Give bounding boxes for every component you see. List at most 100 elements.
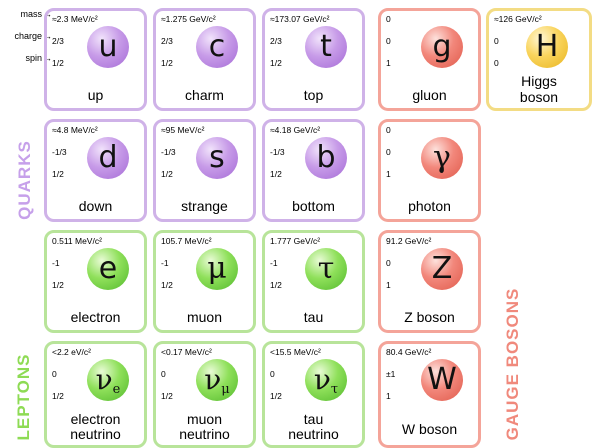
mass-value: 1.777 GeV/c² — [270, 236, 321, 246]
particle-symbol: d — [98, 140, 118, 175]
charge-value: -1/3 — [270, 147, 285, 157]
particle-symbol: b — [316, 140, 336, 175]
spin-value: 1/2 — [52, 391, 64, 401]
particle-symbol: W — [427, 362, 457, 397]
particle-symbol-ball: u — [87, 26, 129, 68]
particle-card-down: ≈4.8 MeV/c² -1/3 1/2 d down — [44, 119, 147, 222]
particle-card-tau: 1.777 GeV/c² -1 1/2 τ tau — [262, 230, 365, 333]
particle-symbol-ball: b — [305, 137, 347, 179]
charge-value: 0 — [494, 36, 499, 46]
particle-card-muon-neutrino: <0.17 MeV/c² 0 1/2 νμ muon neutrino — [153, 341, 256, 448]
leptons-group-label: LEPTONS — [14, 353, 33, 441]
charge-value: 0 — [386, 258, 391, 268]
charge-value: 0 — [270, 369, 275, 379]
particle-name-line2: neutrino — [70, 426, 121, 442]
mass-value: 0.511 MeV/c² — [52, 236, 102, 246]
mass-value: ≈2.3 MeV/c² — [52, 14, 98, 24]
mass-value: <0.17 MeV/c² — [161, 347, 212, 357]
particle-card-tau-neutrino: <15.5 MeV/c² 0 1/2 ντ tau neutrino — [262, 341, 365, 448]
charge-value: 2/3 — [161, 36, 173, 46]
particle-card-bottom: ≈4.18 GeV/c² -1/3 1/2 b bottom — [262, 119, 365, 222]
spin-value: 1 — [386, 391, 391, 401]
charge-value: -1/3 — [52, 147, 67, 157]
particle-symbol-ball: τ — [305, 248, 347, 290]
spin-value: 1 — [386, 169, 391, 179]
mass-value: 80.4 GeV/c² — [386, 347, 432, 357]
mass-value: ≈126 GeV/c² — [494, 14, 542, 24]
charge-value: 0 — [386, 36, 391, 46]
particle-name: gluon — [412, 87, 447, 103]
legend-charge-arrow: → — [43, 31, 52, 41]
legend-mass-label: mass — [20, 9, 42, 19]
mass-value: 105.7 MeV/c² — [161, 236, 212, 246]
particle-card-electron: 0.511 MeV/c² -1 1/2 e electron — [44, 230, 147, 333]
charge-value: 2/3 — [52, 36, 64, 46]
mass-value: ≈4.18 GeV/c² — [270, 125, 321, 135]
charge-value: 0 — [52, 369, 57, 379]
particle-name-line1: Higgs — [521, 73, 557, 89]
charge-value: 2/3 — [270, 36, 282, 46]
mass-value: ≈95 MeV/c² — [161, 125, 205, 135]
legend-charge-label: charge — [14, 31, 42, 41]
particle-card-w-boson: 80.4 GeV/c² ±1 1 W W boson — [378, 341, 481, 448]
spin-value: 1/2 — [270, 391, 282, 401]
particle-symbol-ball: μ — [196, 248, 238, 290]
mass-value: <2.2 eV/c² — [52, 347, 91, 357]
particle-name-line1: tau — [303, 411, 324, 427]
legend-spin-label: spin — [25, 53, 42, 63]
particle-symbol: e — [98, 251, 118, 286]
particle-symbol: s — [209, 140, 225, 175]
mass-value: ≈173.07 GeV/c² — [270, 14, 330, 24]
neutrino-subscript: μ — [221, 382, 230, 397]
particle-name: charm — [185, 87, 224, 103]
particle-symbol: u — [98, 29, 118, 64]
particle-name-line2: boson — [519, 89, 559, 105]
particle-symbol-ball: s — [196, 137, 238, 179]
particle-name: photon — [408, 198, 451, 214]
particle-card-photon: 0 0 1 γ photon — [378, 119, 481, 222]
nu-symbol: ν — [313, 363, 331, 396]
mass-value: 0 — [386, 125, 391, 135]
neutrino-subscript: τ — [330, 382, 339, 397]
charge-value: ±1 — [386, 369, 396, 379]
particle-symbol: Z — [431, 251, 453, 286]
particle-name: bottom — [292, 198, 335, 214]
particle-name: up — [87, 87, 104, 103]
particle-symbol: t — [320, 29, 332, 64]
particle-symbol-ball: g — [421, 26, 463, 68]
nu-symbol: ν — [95, 363, 113, 396]
spin-value: 1/2 — [161, 169, 173, 179]
mass-value: ≈1.275 GeV/c² — [161, 14, 216, 24]
particle-card-top: ≈173.07 GeV/c² 2/3 1/2 t top — [262, 8, 365, 111]
spin-value: 1/2 — [270, 280, 282, 290]
particle-symbol: νμ — [204, 363, 230, 397]
spin-value: 1/2 — [52, 58, 64, 68]
particle-symbol: μ — [207, 251, 227, 286]
particle-name: down — [78, 198, 113, 214]
spin-value: 1/2 — [52, 169, 64, 179]
particle-symbol-ball: νe — [87, 359, 129, 401]
particle-symbol-ball: ντ — [305, 359, 347, 401]
charge-value: 0 — [386, 147, 391, 157]
charge-value: -1/3 — [161, 147, 176, 157]
charge-value: -1 — [52, 258, 60, 268]
particle-symbol: νe — [95, 363, 121, 397]
particle-symbol-ball: H — [526, 26, 568, 68]
particle-name: strange — [181, 198, 228, 214]
charge-value: -1 — [161, 258, 169, 268]
particle-symbol: g — [432, 29, 452, 64]
particle-symbol-ball: Z — [421, 248, 463, 290]
spin-value: 1/2 — [270, 169, 282, 179]
spin-value: 1/2 — [52, 280, 64, 290]
particle-card-higgs: ≈126 GeV/c² 0 0 H Higgs boson — [486, 8, 592, 111]
mass-value: <15.5 MeV/c² — [270, 347, 321, 357]
particle-name: tau — [303, 309, 324, 325]
particle-card-up: ≈2.3 MeV/c² 2/3 1/2 u up — [44, 8, 147, 111]
spin-value: 1/2 — [161, 280, 173, 290]
particle-card-z-boson: 91.2 GeV/c² 0 1 Z Z boson — [378, 230, 481, 333]
particle-name-line2: neutrino — [288, 426, 339, 442]
particle-symbol-ball: W — [421, 359, 463, 401]
particle-symbol: H — [535, 29, 559, 64]
particle-card-strange: ≈95 MeV/c² -1/3 1/2 s strange — [153, 119, 256, 222]
mass-value: 91.2 GeV/c² — [386, 236, 432, 246]
